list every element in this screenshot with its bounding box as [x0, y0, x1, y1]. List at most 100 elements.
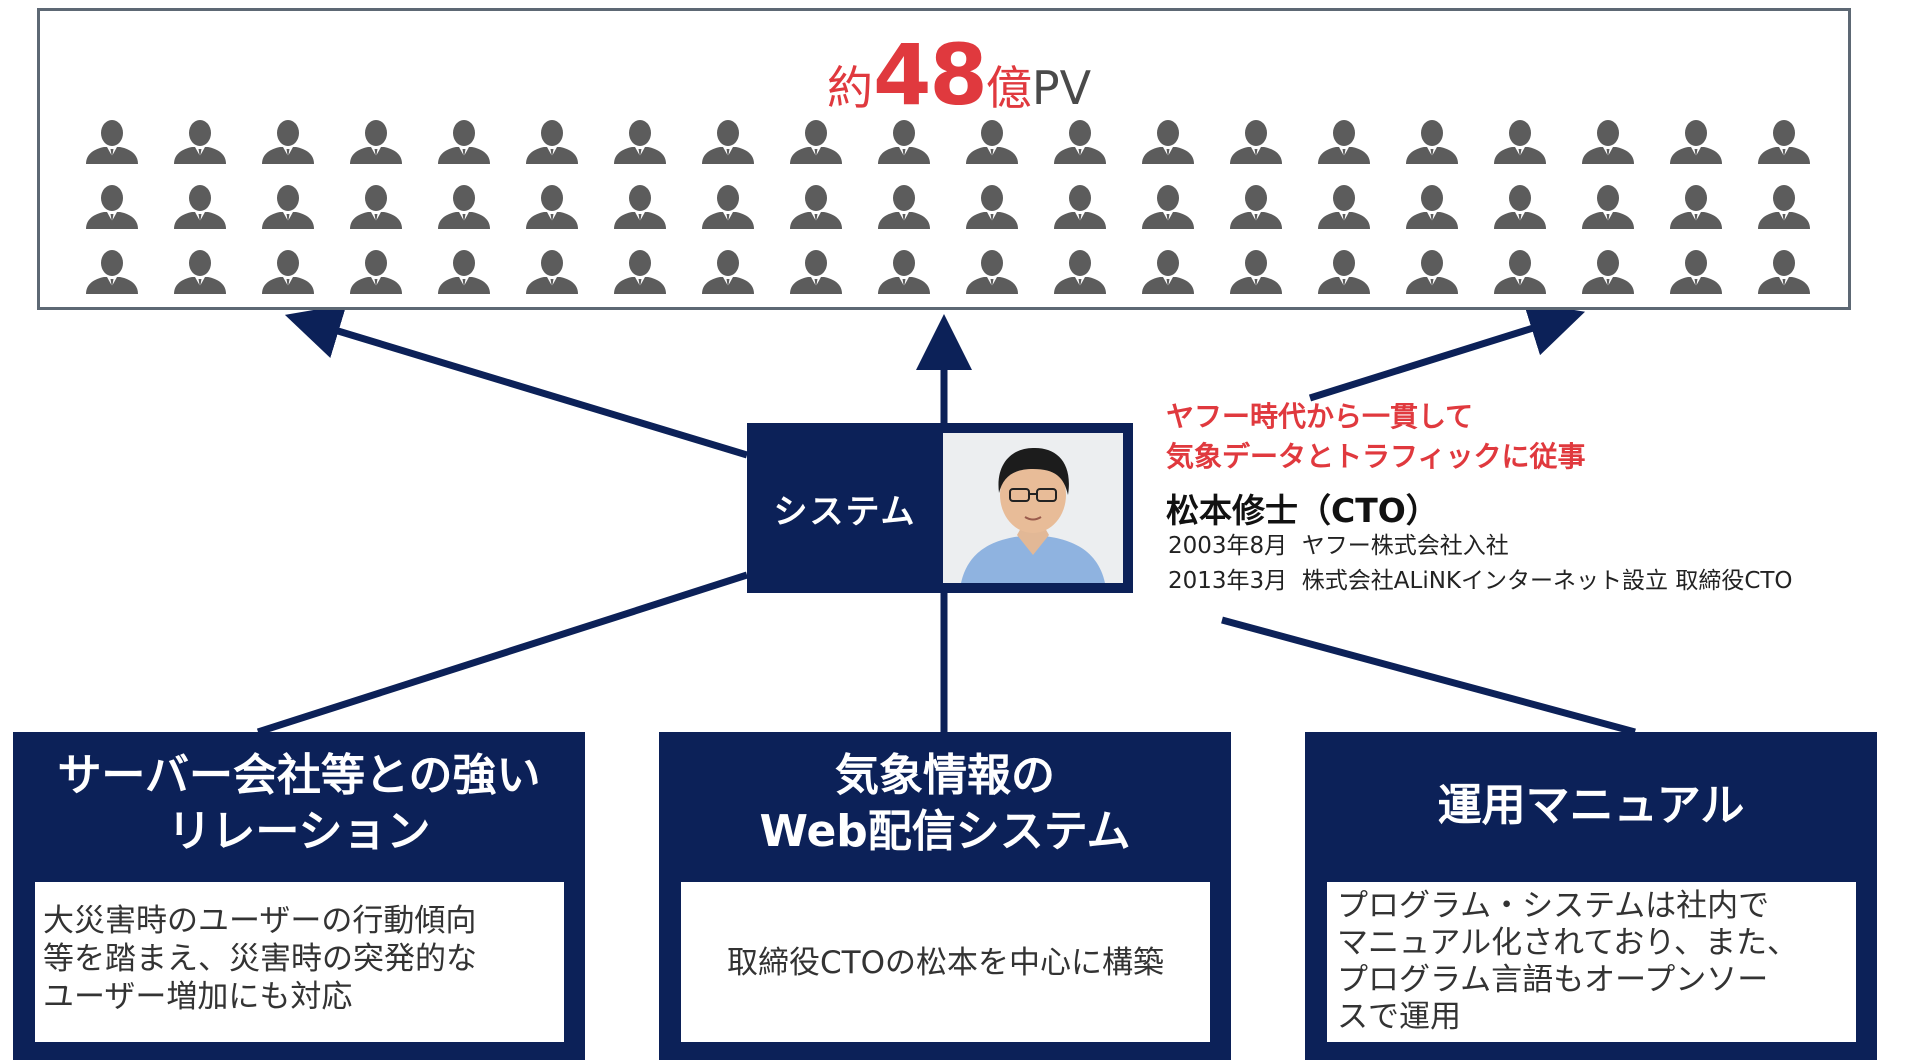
cto-name: 松本修士（CTO）	[1166, 491, 1439, 530]
pillar-description: 大災害時のユーザーの行動傾向 等を踏まえ、災害時の突発的な ユーザー増加にも対応	[43, 902, 477, 1016]
person-in-suit-icon	[174, 185, 226, 229]
arrow-up-left	[284, 304, 749, 459]
person-in-suit-icon	[702, 120, 754, 164]
person-in-suit-icon	[350, 185, 402, 229]
person-in-suit-icon	[1318, 250, 1370, 294]
pillar-card: 大災害時のユーザーの行動傾向 等を踏まえ、災害時の突発的な ユーザー増加にも対応	[35, 882, 564, 1042]
person-in-suit-icon	[966, 250, 1018, 294]
pillar-title-line: リレーション	[167, 806, 431, 857]
link-right-pillar	[1221, 616, 1636, 736]
person-in-suit-icon	[174, 120, 226, 164]
person-in-suit-icon	[1582, 185, 1634, 229]
pv-number: 48	[872, 26, 988, 124]
link-left-pillar	[256, 571, 749, 736]
person-in-suit-icon	[1054, 120, 1106, 164]
description-line: 大災害時のユーザーの行動傾向	[43, 903, 477, 939]
person-in-suit-icon	[1142, 250, 1194, 294]
pillar-title: 運用マニュアル	[1305, 778, 1877, 834]
person-in-suit-icon	[1582, 120, 1634, 164]
person-in-suit-icon	[702, 250, 754, 294]
pillar-description: 取締役CTOの松本を中心に構築	[681, 944, 1210, 982]
person-in-suit-icon	[1582, 250, 1634, 294]
pillar-card: 取締役CTOの松本を中心に構築	[681, 882, 1210, 1042]
person-in-suit-icon	[86, 250, 138, 294]
pageview-panel	[37, 8, 1851, 310]
person-in-suit-icon	[86, 120, 138, 164]
person-in-suit-icon	[1494, 250, 1546, 294]
person-in-suit-icon	[1670, 120, 1722, 164]
person-in-suit-icon	[1406, 120, 1458, 164]
career-entry: 2013年3月 株式会社ALiNKインターネット設立 取締役CTO	[1168, 568, 1793, 594]
person-in-suit-icon	[614, 250, 666, 294]
person-in-suit-icon	[1670, 250, 1722, 294]
person-in-suit-icon	[1142, 120, 1194, 164]
arrow-up-right	[1308, 301, 1586, 402]
description-line: 取締役CTOの松本を中心に構築	[727, 945, 1164, 981]
person-in-suit-icon	[438, 250, 490, 294]
person-in-suit-icon	[526, 250, 578, 294]
person-in-suit-icon	[790, 185, 842, 229]
person-in-suit-icon	[1758, 250, 1810, 294]
person-photo	[943, 433, 1123, 583]
person-in-suit-icon	[262, 250, 314, 294]
person-in-suit-icon	[1054, 185, 1106, 229]
cto-career: 2003年8月 ヤフー株式会社入社 2013年3月 株式会社ALiNKインターネ…	[1168, 529, 1793, 599]
person-in-suit-icon	[1406, 250, 1458, 294]
person-in-suit-icon	[350, 120, 402, 164]
description-line: プログラム言語もオープンソー	[1337, 962, 1769, 998]
person-in-suit-icon	[438, 120, 490, 164]
person-in-suit-icon	[1230, 185, 1282, 229]
person-in-suit-icon	[1758, 185, 1810, 229]
pillar-card: プログラム・システムは社内で マニュアル化されており、また、 プログラム言語もオ…	[1327, 882, 1856, 1042]
pillar-title-line: 運用マニュアル	[1437, 780, 1745, 831]
description-line: マニュアル化されており、また、	[1337, 925, 1798, 961]
person-in-suit-icon	[790, 250, 842, 294]
pillar-title-line: サーバー会社等との強い	[57, 750, 541, 801]
person-in-suit-icon	[1758, 120, 1810, 164]
person-in-suit-icon	[526, 120, 578, 164]
person-in-suit-icon	[790, 120, 842, 164]
person-in-suit-icon	[526, 185, 578, 229]
person-in-suit-icon	[1230, 120, 1282, 164]
person-in-suit-icon	[174, 250, 226, 294]
person-in-suit-icon	[1318, 120, 1370, 164]
person-in-suit-icon	[878, 120, 930, 164]
cto-tagline-line: 気象データとトラフィックに従事	[1166, 440, 1586, 473]
description-line: 等を踏まえ、災害時の突発的な	[43, 941, 477, 977]
cto-tagline-line: ヤフー時代から一貫して	[1166, 400, 1474, 433]
person-in-suit-icon	[878, 185, 930, 229]
person-in-suit-icon	[1318, 185, 1370, 229]
person-in-suit-icon	[1494, 185, 1546, 229]
person-in-suit-icon	[86, 185, 138, 229]
person-in-suit-icon	[1142, 185, 1194, 229]
person-in-suit-icon	[1054, 250, 1106, 294]
pillar-operations-manual: 運用マニュアル プログラム・システムは社内で マニュアル化されており、また、 プ…	[1305, 732, 1877, 1060]
pv-unit: 億	[985, 61, 1032, 115]
person-in-suit-icon	[702, 185, 754, 229]
description-line: ユーザー増加にも対応	[43, 979, 353, 1015]
description-line: プログラム・システムは社内で	[1337, 888, 1770, 924]
pillar-title-line: 気象情報の	[835, 750, 1055, 801]
person-in-suit-icon	[438, 185, 490, 229]
person-in-suit-icon	[614, 120, 666, 164]
system-label: システム	[773, 491, 917, 532]
person-in-suit-icon	[262, 120, 314, 164]
pillar-title-line: Web配信システム	[759, 806, 1131, 857]
career-entry: 2003年8月 ヤフー株式会社入社	[1168, 533, 1509, 559]
person-in-suit-icon	[350, 250, 402, 294]
user-icon-grid	[86, 120, 1810, 294]
person-in-suit-icon	[614, 185, 666, 229]
person-in-suit-icon	[966, 185, 1018, 229]
person-in-suit-icon	[878, 250, 930, 294]
pv-suffix: PV	[1031, 61, 1092, 115]
person-in-suit-icon	[262, 185, 314, 229]
pillar-title: サーバー会社等との強い リレーション	[13, 748, 585, 860]
person-in-suit-icon	[1494, 120, 1546, 164]
person-in-suit-icon	[966, 120, 1018, 164]
description-line: スで運用	[1337, 999, 1461, 1035]
pageview-headline: 約48億PV	[0, 26, 1918, 124]
pillar-description: プログラム・システムは社内で マニュアル化されており、また、 プログラム言語もオ…	[1337, 888, 1798, 1036]
person-in-suit-icon	[1406, 185, 1458, 229]
person-in-suit-icon	[1230, 250, 1282, 294]
